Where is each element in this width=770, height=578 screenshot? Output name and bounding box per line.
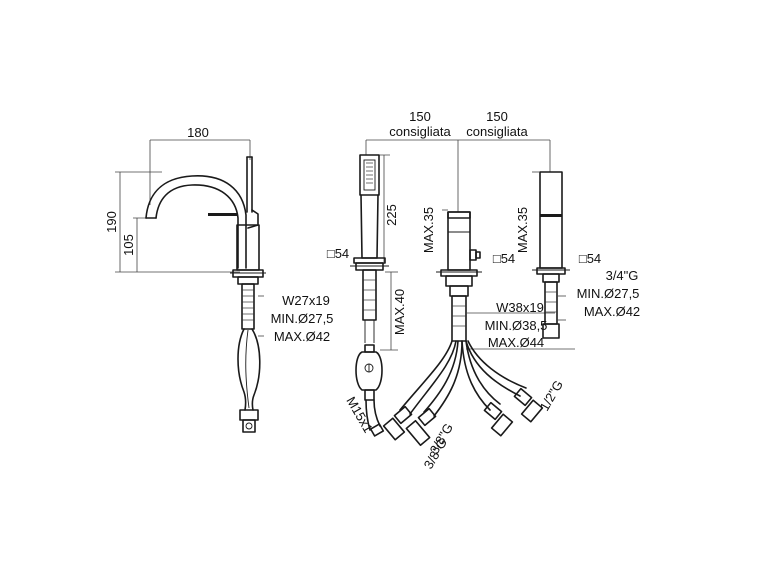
shower-base-label: □54	[327, 246, 349, 261]
center-base-label: □54	[493, 251, 515, 266]
spout-width-label: 180	[187, 125, 209, 140]
right-max-35-label: MAX.35	[515, 207, 530, 253]
spout-height-label: 190	[104, 211, 119, 233]
right-hole-note-1: 3/4"G	[606, 268, 639, 283]
spout-assembly: 180 190 105	[104, 125, 334, 433]
spout-outlet-height-label: 105	[121, 234, 136, 256]
diverter-assembly: MAX.35 □54 3/4"G MIN.Ø27,5 MAX.Ø42	[515, 171, 640, 339]
hand-shower-assembly: 225 MAX.40 □54	[327, 154, 407, 437]
center-max-35-label: MAX.35	[421, 207, 436, 253]
right-base-label: □54	[579, 251, 601, 266]
left-hole-note-3: MAX.Ø42	[274, 329, 330, 344]
right-hole-note-2: MIN.Ø27,5	[577, 286, 640, 301]
hose-1-2-label: 1/2"G	[537, 378, 566, 414]
spacing-left-note: consigliata	[389, 124, 451, 139]
right-hole-note-3: MAX.Ø42	[584, 304, 640, 319]
spacing-dimensions: 150 consigliata 150 consigliata	[365, 109, 551, 212]
spacing-right-label: 150	[486, 109, 508, 124]
center-mixer-assembly: MAX.35 □54 W38x19 MIN.Ø38,5 MAX.Ø44	[382, 207, 575, 472]
spacing-right-note: consigliata	[466, 124, 528, 139]
left-hole-note-1: W27x19	[282, 293, 330, 308]
left-hole-note-2: MIN.Ø27,5	[271, 311, 334, 326]
center-hole-note-3: MAX.Ø44	[488, 335, 544, 350]
center-hole-note-2: MIN.Ø38,5	[485, 318, 548, 333]
center-hole-note-1: W38x19	[496, 300, 544, 315]
shower-height-label: 225	[384, 204, 399, 226]
spacing-left-label: 150	[409, 109, 431, 124]
max-40-label: MAX.40	[392, 289, 407, 335]
